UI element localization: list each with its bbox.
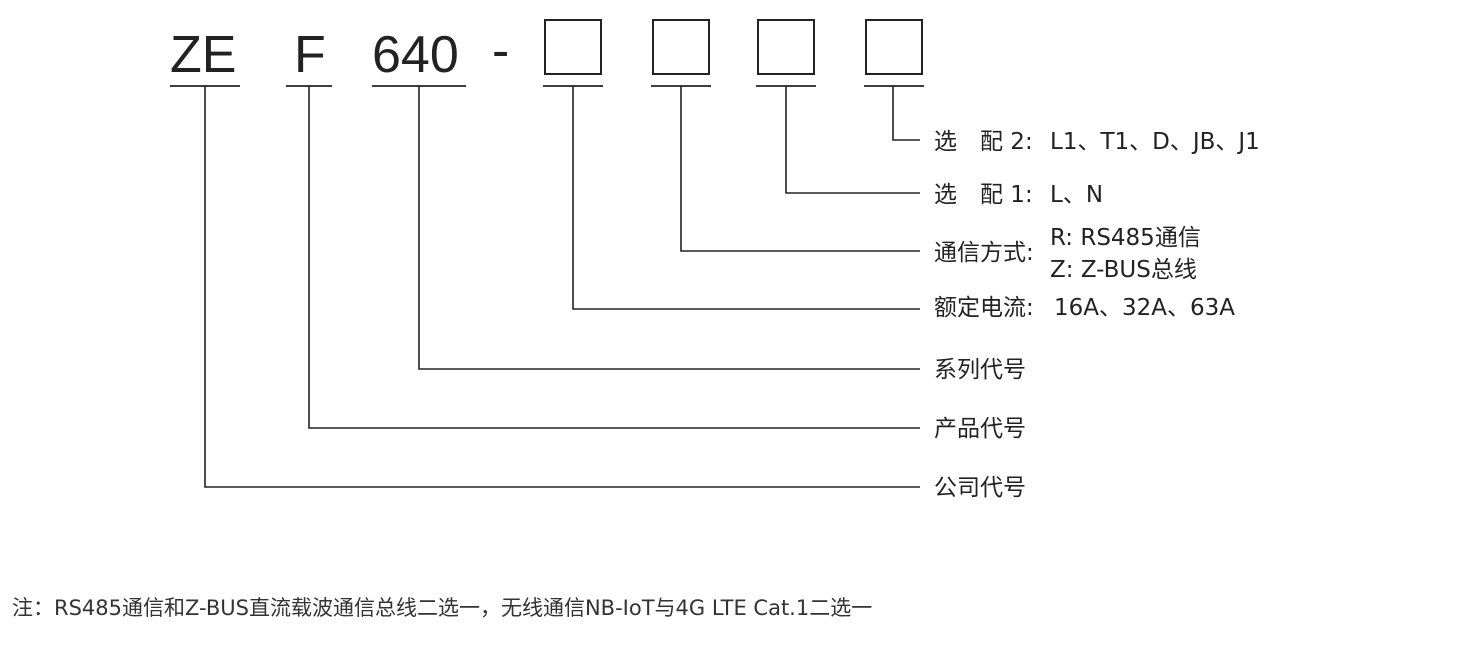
code-dash: - bbox=[492, 22, 509, 80]
leader-option1 bbox=[785, 86, 920, 194]
current-key: 额定电流: bbox=[934, 295, 1034, 321]
current-value: 16A、32A、63A bbox=[1054, 295, 1235, 321]
placeholder-box-option2 bbox=[865, 19, 923, 75]
comm-key: 通信方式: bbox=[934, 240, 1034, 266]
placeholder-box-comm bbox=[652, 19, 710, 75]
leader-product bbox=[308, 86, 920, 429]
leader-company bbox=[204, 86, 920, 488]
company-code-label: 公司代号 bbox=[934, 475, 1026, 501]
placeholder-box-option1 bbox=[757, 19, 815, 75]
series-code-text: 640 bbox=[372, 26, 459, 84]
option1-key: 选 配 1: bbox=[934, 182, 1033, 208]
leader-series bbox=[418, 86, 920, 370]
product-code-label: 产品代号 bbox=[934, 416, 1026, 442]
comm-option-r: R: RS485通信 bbox=[1050, 225, 1201, 251]
option2-key: 选 配 2: bbox=[934, 129, 1033, 155]
series-code-label: 系列代号 bbox=[934, 357, 1026, 383]
footnote: 注：RS485通信和Z-BUS直流载波通信总线二选一，无线通信NB-IoT与4G… bbox=[12, 596, 873, 620]
leader-option2 bbox=[892, 86, 920, 141]
option2-value: L1、T1、D、JB、J1 bbox=[1050, 129, 1260, 155]
placeholder-box-current bbox=[544, 19, 602, 75]
leader-current bbox=[572, 86, 920, 310]
company-code-text: ZE bbox=[170, 26, 236, 84]
product-code-text: F bbox=[294, 26, 326, 84]
comm-option-z: Z: Z-BUS总线 bbox=[1050, 257, 1197, 283]
leader-comm bbox=[680, 86, 920, 252]
option1-value: L、N bbox=[1050, 182, 1103, 208]
